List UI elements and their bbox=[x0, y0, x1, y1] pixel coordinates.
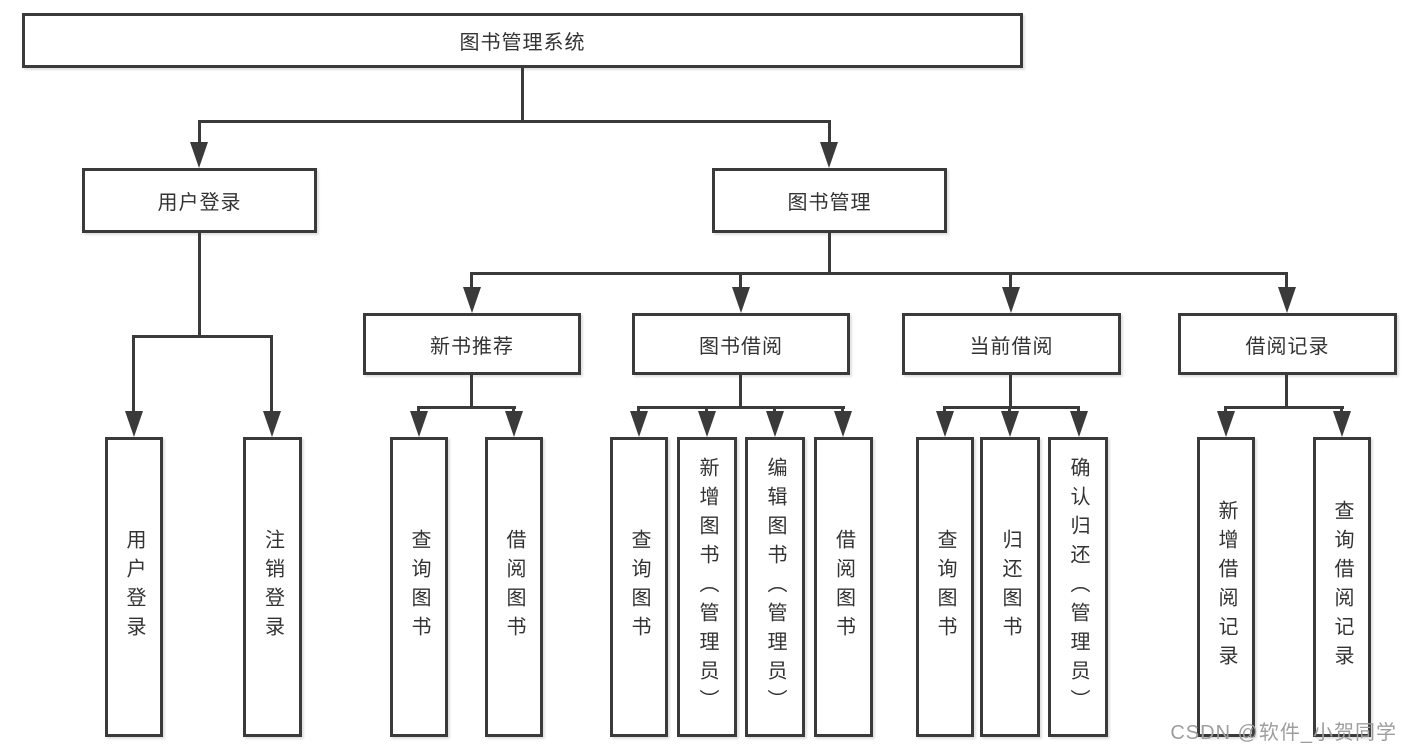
arrow-head bbox=[1333, 411, 1351, 437]
arrow-head bbox=[1002, 287, 1020, 313]
connector-line bbox=[470, 272, 1288, 275]
connector-line bbox=[470, 375, 473, 406]
connector-line bbox=[1009, 272, 1012, 289]
leaf-query-books-borrow-label: 查询图书 bbox=[628, 529, 650, 645]
arrow-head bbox=[1217, 411, 1235, 437]
connector-line bbox=[943, 406, 1080, 409]
node-user-login: 用户登录 bbox=[82, 168, 317, 233]
leaf-add-borrow-record: 新增借阅记录 bbox=[1197, 437, 1255, 737]
watermark: CSDN @软件_小贺同学 bbox=[1170, 722, 1397, 744]
connector-line bbox=[1009, 375, 1012, 406]
leaf-borrow-books-recommend-label: 借阅图书 bbox=[503, 529, 525, 645]
node-book-borrow: 图书借阅 bbox=[632, 313, 850, 375]
connector-line bbox=[637, 406, 640, 414]
connector-line bbox=[512, 406, 515, 414]
arrow-head bbox=[1278, 287, 1296, 313]
leaf-edit-book-admin: 编辑图书（管理员） bbox=[745, 437, 805, 737]
leaf-logout: 注销登录 bbox=[243, 437, 302, 737]
connector-line bbox=[1008, 406, 1011, 414]
connector-line bbox=[198, 120, 831, 123]
node-new-book-recommend-label: 新书推荐 bbox=[430, 335, 514, 358]
arrow-head bbox=[936, 411, 954, 437]
leaf-query-books-recommend-label: 查询图书 bbox=[408, 529, 430, 645]
leaf-confirm-return-admin: 确认归还（管理员） bbox=[1048, 437, 1108, 737]
connector-line bbox=[828, 120, 831, 146]
connector-line bbox=[1224, 406, 1344, 409]
node-root-label: 图书管理系统 bbox=[459, 32, 586, 54]
connector-line bbox=[1077, 406, 1080, 414]
leaf-user-login: 用户登录 bbox=[105, 437, 163, 737]
arrow-head bbox=[834, 411, 852, 437]
connector-line bbox=[739, 375, 742, 406]
leaf-query-books-current: 查询图书 bbox=[916, 437, 974, 737]
connector-line bbox=[470, 272, 473, 289]
node-borrow-records: 借阅记录 bbox=[1178, 313, 1397, 375]
leaf-query-borrow-record: 查询借阅记录 bbox=[1313, 437, 1371, 737]
leaf-user-login-label: 用户登录 bbox=[123, 529, 145, 645]
connector-line bbox=[270, 335, 273, 413]
node-book-borrow-label: 图书借阅 bbox=[699, 335, 783, 358]
leaf-query-borrow-record-label: 查询借阅记录 bbox=[1331, 500, 1353, 674]
connector-line bbox=[417, 406, 516, 409]
connector-line bbox=[417, 406, 420, 414]
leaf-query-books-current-label: 查询图书 bbox=[934, 529, 956, 645]
connector-line bbox=[132, 335, 135, 413]
node-current-borrow: 当前借阅 bbox=[902, 313, 1121, 375]
leaf-add-book-admin: 新增图书（管理员） bbox=[677, 437, 737, 737]
leaf-query-books-recommend: 查询图书 bbox=[390, 437, 448, 737]
connector-line bbox=[1340, 406, 1343, 414]
connector-line bbox=[1224, 406, 1227, 414]
leaf-borrow-books-recommend: 借阅图书 bbox=[485, 437, 543, 737]
leaf-return-book: 归还图书 bbox=[980, 437, 1040, 737]
leaf-add-book-admin-label: 新增图书（管理员） bbox=[696, 456, 718, 718]
connector-line bbox=[1285, 272, 1288, 289]
connector-line bbox=[739, 272, 742, 289]
connector-line bbox=[841, 406, 844, 414]
arrow-head bbox=[1001, 411, 1019, 437]
arrow-head bbox=[125, 411, 143, 437]
arrow-head bbox=[820, 142, 838, 168]
node-user-login-label: 用户登录 bbox=[157, 192, 242, 214]
connector-line bbox=[943, 406, 946, 414]
leaf-query-books-borrow: 查询图书 bbox=[610, 437, 668, 737]
connector-line bbox=[637, 406, 845, 409]
arrow-head bbox=[766, 411, 784, 437]
arrow-head bbox=[505, 411, 523, 437]
arrow-head bbox=[1070, 411, 1088, 437]
connector-line bbox=[1285, 375, 1288, 406]
arrow-head bbox=[698, 411, 716, 437]
arrow-head bbox=[463, 287, 481, 313]
node-root: 图书管理系统 bbox=[22, 13, 1023, 68]
leaf-edit-book-admin-label: 编辑图书（管理员） bbox=[764, 456, 786, 718]
node-current-borrow-label: 当前借阅 bbox=[969, 335, 1054, 358]
node-new-book-recommend: 新书推荐 bbox=[363, 313, 581, 375]
leaf-borrow-books: 借阅图书 bbox=[814, 437, 873, 737]
connector-line bbox=[198, 120, 201, 146]
arrow-head bbox=[263, 411, 281, 437]
leaf-add-borrow-record-label: 新增借阅记录 bbox=[1215, 500, 1237, 674]
leaf-return-book-label: 归还图书 bbox=[999, 529, 1021, 645]
leaf-confirm-return-admin-label: 确认归还（管理员） bbox=[1067, 456, 1089, 718]
node-borrow-records-label: 借阅记录 bbox=[1245, 335, 1330, 358]
leaf-logout-label: 注销登录 bbox=[261, 529, 284, 645]
arrow-head bbox=[190, 142, 208, 168]
connector-line bbox=[521, 68, 524, 120]
connector-line bbox=[705, 406, 708, 414]
leaf-borrow-books-label: 借阅图书 bbox=[832, 529, 855, 645]
arrow-head bbox=[732, 287, 750, 313]
arrow-head bbox=[410, 411, 428, 437]
connector-line bbox=[132, 335, 273, 338]
connector-line bbox=[773, 406, 776, 414]
connector-line bbox=[828, 233, 831, 272]
connector-line bbox=[198, 233, 201, 335]
arrow-head bbox=[630, 411, 648, 437]
node-book-management: 图书管理 bbox=[712, 168, 947, 233]
node-book-management-label: 图书管理 bbox=[787, 192, 872, 214]
